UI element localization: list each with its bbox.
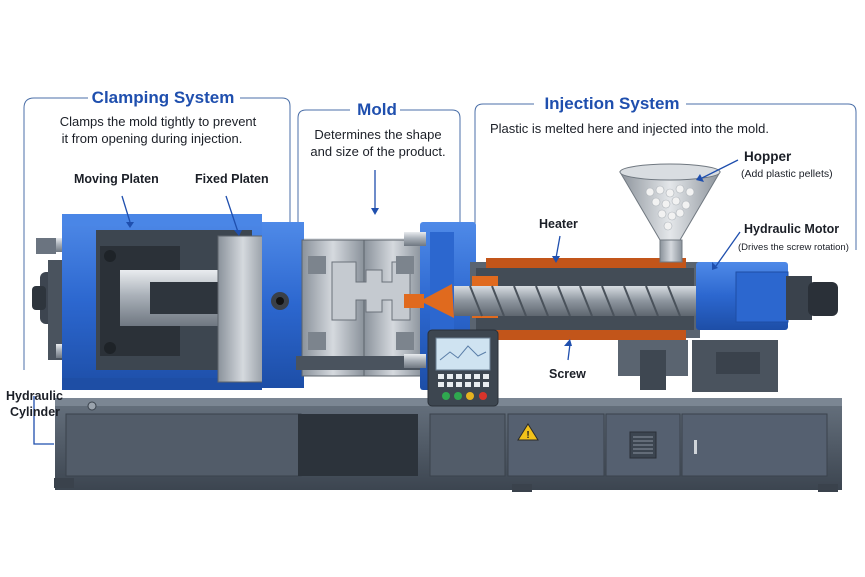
hydraulic-cylinder-label-line2: Cylinder bbox=[10, 405, 61, 419]
svg-text:!: ! bbox=[526, 430, 529, 441]
injection-bracket bbox=[474, 103, 857, 256]
clamping-bracket bbox=[23, 97, 291, 370]
hopper-label: Hopper bbox=[744, 149, 792, 164]
injection-unit bbox=[404, 163, 838, 392]
mold-title: Mold bbox=[357, 100, 397, 119]
mold-desc-line1: Determines the shape bbox=[314, 127, 442, 142]
moving-platen bbox=[217, 222, 304, 388]
warning-icon bbox=[517, 423, 539, 441]
control-panel bbox=[427, 329, 499, 407]
mold-bracket bbox=[297, 109, 461, 222]
clamping-system-desc-line2: it from opening during injection. bbox=[61, 131, 243, 146]
mold-desc-line2: and size of the product. bbox=[310, 144, 446, 159]
hydraulic-motor-note: (Drives the screw rotation) bbox=[738, 242, 849, 253]
leader-lines bbox=[33, 159, 741, 445]
hydraulic-cylinder-label-line1: Hydraulic bbox=[6, 389, 63, 403]
injection-system-desc: Plastic is melted here and injected into… bbox=[490, 121, 769, 136]
hopper-note: (Add plastic pellets) bbox=[741, 168, 833, 180]
mold bbox=[296, 239, 428, 377]
moving-platen-label: Moving Platen bbox=[74, 172, 159, 186]
clamping-system-desc-line1: Clamps the mold tightly to prevent bbox=[59, 114, 257, 129]
clamping-frame bbox=[62, 214, 262, 390]
heater-label: Heater bbox=[539, 217, 578, 231]
hydraulic-motor-label: Hydraulic Motor bbox=[744, 222, 840, 236]
clamping-system-title: Clamping System bbox=[91, 88, 235, 107]
machine-base: ! bbox=[54, 398, 842, 492]
screw-label: Screw bbox=[549, 367, 586, 381]
injection-system-title: Injection System bbox=[544, 94, 680, 113]
fixed-platen-label: Fixed Platen bbox=[195, 172, 269, 186]
